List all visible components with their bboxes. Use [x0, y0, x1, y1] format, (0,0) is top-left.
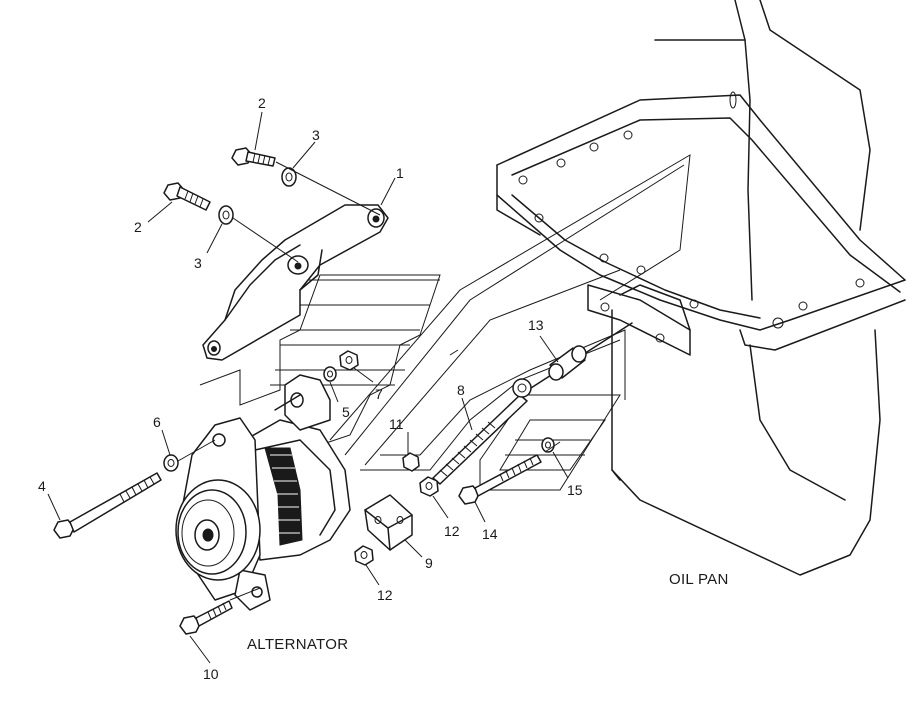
- through-bolt-4: [53, 472, 162, 539]
- callout-9: 9: [425, 555, 433, 571]
- callout-3-lower: 3: [194, 255, 202, 271]
- callout-numbers: 1 2 2 3 3 4 5 6 7 8 9 10 11 12 12 13 14 …: [38, 95, 583, 682]
- alternator-caption: ALTERNATOR: [247, 636, 348, 653]
- nut-7: [339, 350, 359, 371]
- oil-pan-caption: OIL PAN: [669, 571, 729, 588]
- callout-8: 8: [457, 382, 465, 398]
- adjusting-block-9: [364, 494, 413, 551]
- bolt-2-upper: [231, 147, 276, 167]
- callout-7: 7: [375, 386, 383, 402]
- callout-3-upper: 3: [312, 127, 320, 143]
- callout-4: 4: [38, 478, 46, 494]
- bolt-2-lower: [163, 182, 211, 211]
- callout-11: 11: [389, 416, 404, 432]
- callout-13: 13: [528, 317, 544, 333]
- washer-5: [323, 366, 337, 382]
- washer-3-lower: [218, 205, 234, 225]
- spacer-13: [548, 345, 587, 381]
- washer-3-upper: [281, 167, 297, 187]
- bracket-phantom-outline: [199, 154, 691, 491]
- leader-lines: [47, 111, 569, 664]
- adjusting-bracket: [202, 204, 389, 361]
- assembly-center-lines: [177, 161, 561, 601]
- callout-2-lower: 2: [134, 219, 142, 235]
- callout-12-lower: 12: [377, 587, 393, 603]
- callout-15: 15: [567, 482, 583, 498]
- oil-pan-drawing: [496, 0, 906, 576]
- callout-5: 5: [342, 404, 350, 420]
- callout-14: 14: [482, 526, 498, 542]
- alternator-body: [175, 374, 351, 611]
- callout-12-upper: 12: [444, 523, 460, 539]
- nut-11: [402, 452, 420, 472]
- callout-10: 10: [203, 666, 219, 682]
- callout-1: 1: [396, 165, 404, 181]
- nut-12-lower: [354, 545, 374, 566]
- washer-6: [163, 454, 179, 472]
- bolt-10: [179, 600, 233, 635]
- nut-12-upper: [419, 476, 439, 497]
- bolt-14: [458, 454, 542, 505]
- callout-6: 6: [153, 414, 161, 430]
- callout-2-upper: 2: [258, 95, 266, 111]
